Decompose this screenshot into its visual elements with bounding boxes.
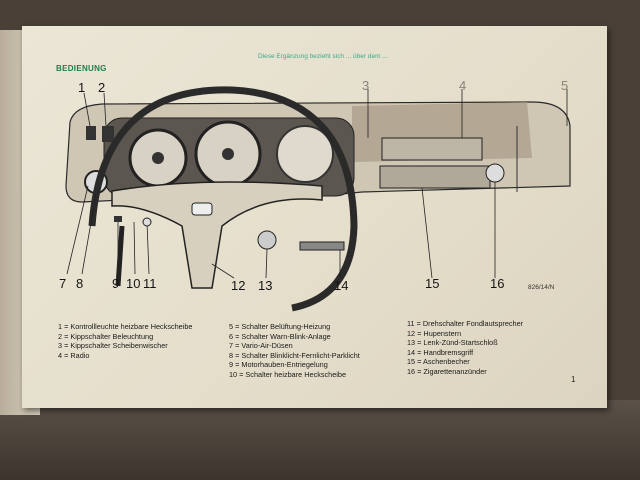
ignition-lock — [257, 230, 277, 250]
callout-number: 15 — [425, 276, 440, 291]
image-code: 826/14/N — [528, 284, 555, 291]
callout-number: 13 — [258, 278, 273, 293]
horn-star — [191, 202, 213, 216]
callout-number: 10 — [126, 276, 141, 291]
legend-item: 13 = Lenk-Zünd-Startschloß — [407, 338, 498, 348]
legend-column-3: 11 = Drehschalter Fondlautsprecher 12 = … — [407, 319, 523, 377]
legend-item: 5 = Schalter Belüftung-Heizung — [229, 322, 331, 331]
legend-item: 4 = Radio — [58, 350, 90, 360]
legend-item: 2 = Kippschalter Beleuchtung — [58, 331, 154, 341]
supplement-note: Diese Ergänzung bezieht sich ... über de… — [258, 53, 388, 60]
dashboard-illustration — [65, 86, 571, 312]
tachometer — [276, 125, 334, 183]
gauge-hub — [152, 152, 164, 164]
legend-item: 8 = Schalter Blinklicht-Fernlicht-Parkli… — [229, 350, 360, 360]
light-switch — [102, 126, 114, 142]
legend-column-2: 5 = Schalter Belüftung-Heizung 6 = Schal… — [229, 322, 360, 380]
page-number: 1 — [571, 375, 576, 384]
legend-item: 14 = Handbremsgriff — [407, 347, 474, 357]
legend-item: 9 = Motorhauben-Entriegelung — [229, 360, 328, 370]
legend-item: 12 = Hupenstern — [407, 328, 462, 338]
rear-defrost-switch — [142, 217, 152, 227]
callout-number: 3 — [362, 78, 370, 93]
manual-page: BEDIENUNG Diese Ergänzung bezieht sich .… — [22, 26, 607, 408]
steering-wheel-spokes — [111, 181, 323, 289]
cigarette-lighter — [485, 163, 505, 183]
callout-number: 5 — [561, 78, 569, 93]
legend-item: 3 = Kippschalter Scheibenwischer — [58, 341, 168, 351]
callout-number: 8 — [76, 276, 84, 291]
gauge-hub — [222, 148, 234, 160]
section-title: BEDIENUNG — [56, 64, 107, 73]
handbrake-handle — [299, 241, 345, 251]
steering-wheel-rim — [88, 86, 358, 312]
table-surface — [0, 400, 640, 480]
leader-lines — [66, 89, 568, 279]
callout-number: 12 — [231, 278, 246, 293]
legend-column-1: 1 = Kontrollleuchte heizbare Heckscheibe… — [58, 322, 192, 360]
legend-item: 15 = Aschenbecher — [407, 357, 470, 367]
callout-number: 16 — [490, 276, 505, 291]
radio — [381, 137, 483, 161]
ashtray — [379, 165, 491, 189]
callout-number: 11 — [143, 276, 157, 291]
legend-item: 16 = Zigarettenanzünder — [407, 366, 487, 376]
callout-number: 4 — [459, 78, 467, 93]
legend-item: 1 = Kontrollleuchte heizbare Heckscheibe — [58, 322, 193, 331]
legend-item: 7 = Vario-Air-Düsen — [229, 341, 293, 351]
rear-window-lamp — [86, 126, 96, 140]
callout-number: 2 — [98, 80, 106, 95]
callout-number: 9 — [112, 276, 120, 291]
legend-item: 6 = Schalter Warn-Blink-Anlage — [229, 331, 331, 341]
steering-column — [115, 225, 125, 287]
callout-number: 7 — [59, 276, 67, 291]
hood-release — [114, 216, 122, 222]
legend-item: 11 = Drehschalter Fondlautsprecher — [407, 319, 524, 328]
callout-number: 14 — [334, 278, 349, 293]
callout-number: 1 — [78, 80, 86, 95]
legend-item: 10 = Schalter heizbare Heckscheibe — [229, 369, 347, 379]
